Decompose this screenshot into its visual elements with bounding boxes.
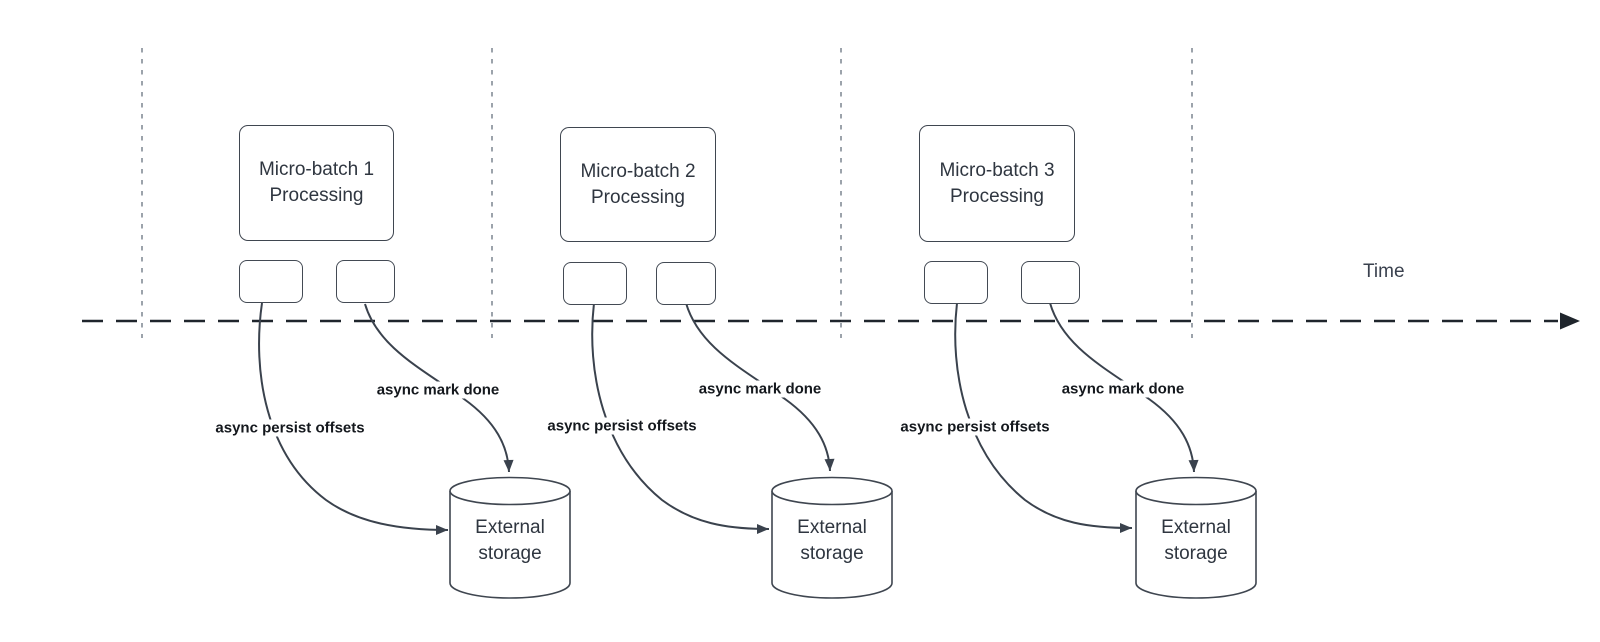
micro-batch-3-processing-box: Micro-batch 3 Processing [919,125,1075,242]
micro-batch-1-processing-box: Micro-batch 1 Processing [239,125,394,241]
external-storage-cylinder-3 [1135,476,1257,599]
persist-offsets-source-box-2 [563,262,627,305]
mark-done-source-box-2 [656,262,716,305]
external-storage-cylinder-1 [449,476,571,599]
micro-batch-1-processing-label: Micro-batch 1 Processing [258,159,375,206]
persist-offsets-arrow-2 [591,302,770,534]
persist-offsets-label-3: async persist offsets [897,418,1053,436]
micro-batch-2-processing-label: Micro-batch 2 Processing [580,160,696,208]
micro-batch-3-processing-label: Micro-batch 3 Processing [939,159,1055,207]
persist-offsets-source-box-3 [924,261,988,304]
external-storage-label-2: External storage [797,517,867,564]
mark-done-source-box-1 [336,260,395,303]
persist-offsets-arrow-1 [258,302,449,535]
persist-offsets-source-box-1 [239,260,303,303]
persist-offsets-label-2: async persist offsets [544,417,700,435]
time-axis-label: Time [1363,261,1405,282]
mark-done-label-3: async mark done [1058,380,1188,398]
mark-done-source-box-3 [1021,261,1080,304]
external-storage-label-1: External storage [475,517,545,564]
time-axis-arrowhead-icon [1560,312,1580,330]
persist-offsets-label-1: async persist offsets [212,419,368,437]
external-storage-label-3: External storage [1161,517,1231,564]
mark-done-label-2: async mark done [695,380,825,398]
mark-done-label-1: async mark done [373,381,503,399]
micro-batch-2-processing-box: Micro-batch 2 Processing [560,127,716,242]
external-storage-cylinder-2 [771,476,893,599]
persist-offsets-arrow-3 [954,302,1133,533]
